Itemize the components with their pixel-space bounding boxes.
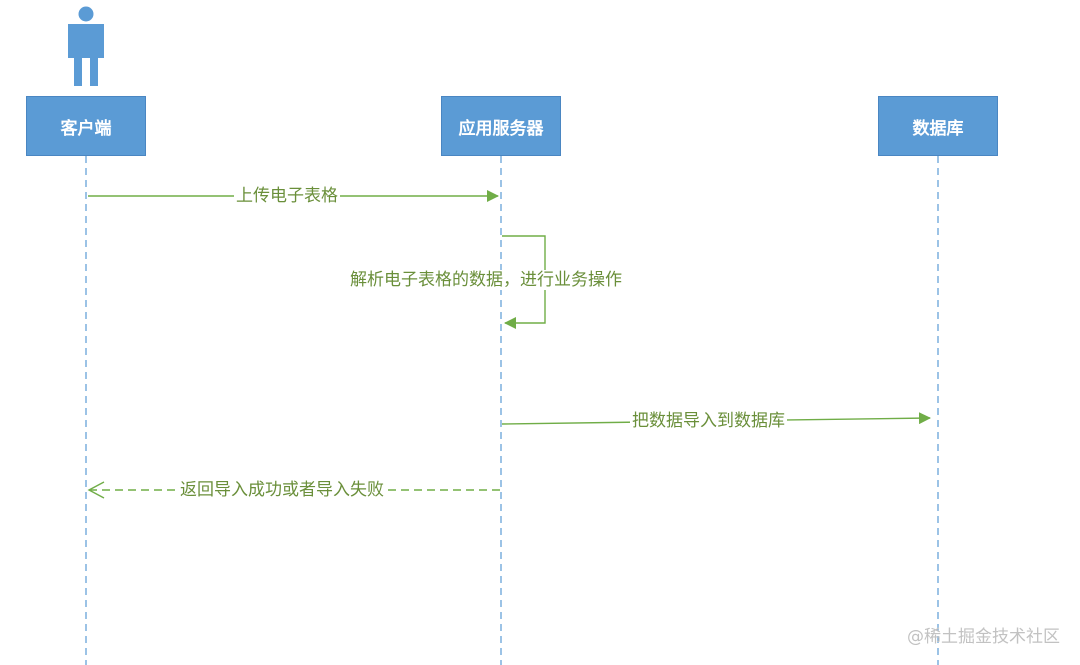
participant-app-server-label: 应用服务器 xyxy=(458,118,544,139)
participant-database: 数据库 xyxy=(878,96,998,156)
participant-database-label: 数据库 xyxy=(912,118,964,139)
participant-app-server: 应用服务器 xyxy=(441,96,561,156)
actor-icon xyxy=(68,6,104,86)
watermark: @稀土掘金技术社区 xyxy=(907,627,1060,647)
message-label-upload: 上传电子表格 xyxy=(234,186,340,206)
message-label-return: 返回导入成功或者导入失败 xyxy=(178,480,386,500)
open-arrowhead xyxy=(87,481,105,499)
participant-client-label: 客户端 xyxy=(60,118,112,139)
message-label-self: 解析电子表格的数据，进行业务操作 xyxy=(348,270,624,290)
participant-client: 客户端 xyxy=(26,96,146,156)
message-label-import: 把数据导入到数据库 xyxy=(630,411,787,431)
